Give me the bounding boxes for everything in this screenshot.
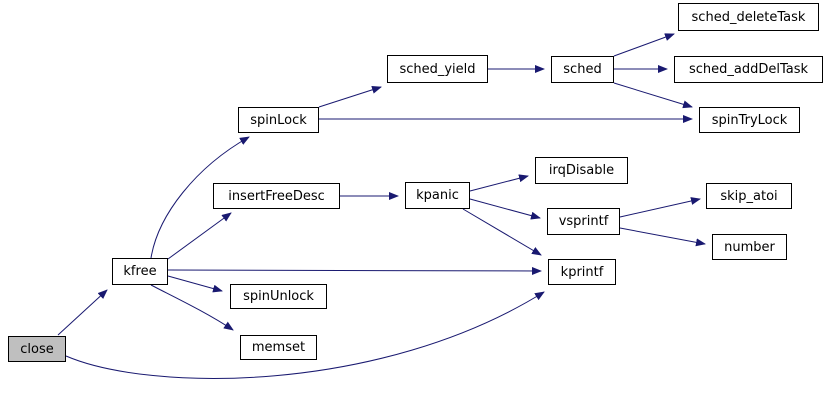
- graph-edge-kfree-to-spinUnlock: [167, 275, 223, 293]
- graph-node-sched_deleteTask[interactable]: sched_deleteTask: [678, 3, 819, 31]
- graph-edge-sched-to-spinTryLock: [613, 82, 693, 109]
- graph-edge-kfree-to-memset: [150, 284, 234, 331]
- graph-edge-vsprintf-to-skip_atoi: [619, 197, 701, 218]
- graph-node-irqDisable[interactable]: irqDisable: [535, 157, 628, 184]
- graph-node-sched_addDelTask[interactable]: sched_addDelTask: [674, 56, 823, 83]
- graph-edge-sched-to-sched_deleteTask: [613, 33, 675, 57]
- graph-edge-spinLock-to-sched_yield: [318, 85, 382, 108]
- graph-edge-close-to-kprintf: [65, 291, 545, 379]
- graph-node-spinTryLock[interactable]: spinTryLock: [699, 107, 800, 133]
- graph-node-kfree[interactable]: kfree: [112, 258, 168, 285]
- graph-node-sched[interactable]: sched: [551, 56, 614, 83]
- graph-node-memset[interactable]: memset: [240, 335, 317, 360]
- graph-node-close: close: [8, 336, 66, 362]
- graph-node-sched_yield[interactable]: sched_yield: [387, 55, 488, 83]
- graph-edge-kfree-to-insertFreeDesc: [167, 212, 232, 260]
- graph-edge-kfree-to-spinLock: [150, 136, 250, 259]
- graph-node-skip_atoi[interactable]: skip_atoi: [706, 183, 792, 209]
- graph-node-kprintf[interactable]: kprintf: [548, 259, 616, 285]
- graph-edge-kfree-to-kprintf: [167, 266, 542, 275]
- graph-node-spinLock[interactable]: spinLock: [238, 107, 319, 133]
- graph-node-vsprintf[interactable]: vsprintf: [547, 208, 620, 235]
- graph-edge-kpanic-to-irqDisable: [469, 174, 529, 192]
- graph-edge-close-to-kfree: [57, 289, 108, 336]
- graph-edge-kpanic-to-vsprintf: [469, 198, 541, 220]
- graph-node-number[interactable]: number: [712, 234, 787, 260]
- graph-node-kpanic[interactable]: kpanic: [405, 182, 470, 209]
- graph-edge-vsprintf-to-number: [619, 227, 706, 247]
- graph-node-insertFreeDesc[interactable]: insertFreeDesc: [213, 183, 340, 209]
- graph-node-spinUnlock[interactable]: spinUnlock: [230, 284, 327, 309]
- graph-edge-kpanic-to-kprintf: [462, 208, 542, 256]
